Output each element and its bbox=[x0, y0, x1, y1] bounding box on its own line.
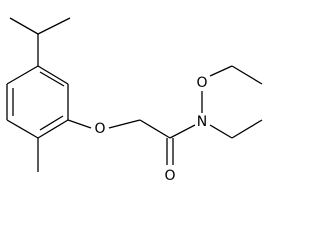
bond-isopropyl-ch-to-methyl-right bbox=[37, 17, 71, 35]
bond-ring-c4-c5 bbox=[6, 119, 39, 139]
bond-ring-to-ether-oxygen bbox=[67, 119, 92, 129]
bond-ring-c6-c1 bbox=[6, 65, 39, 85]
bond-isopropyl-ch-to-methyl-left bbox=[9, 17, 39, 35]
bond-oxygen-to-ethyl-ch2 bbox=[209, 65, 233, 77]
molecule-diagram: O O N O bbox=[6, 17, 263, 184]
bond-carbonyl-carbon-to-nitrogen bbox=[169, 124, 196, 139]
bond-ethoxy-ch2-to-ch3 bbox=[231, 65, 263, 85]
bond-nitrogen-to-ethyl bbox=[209, 124, 233, 139]
atom-label-carbonyl-oxygen: O bbox=[164, 168, 175, 184]
bond-ring-inner-double-2 bbox=[39, 115, 64, 131]
bond-ethyl-ch2-to-ch3 bbox=[231, 119, 263, 139]
bond-ch2-to-carbonyl-carbon bbox=[139, 119, 171, 139]
bond-ring-c1-c2 bbox=[37, 65, 69, 85]
atom-label-amide-nitrogen: N bbox=[197, 114, 207, 130]
bond-ring-inner-double-1 bbox=[39, 71, 65, 87]
bond-ring-c3-c4 bbox=[37, 119, 69, 139]
atom-label-ether-oxygen: O bbox=[94, 121, 105, 137]
atom-label-nitroxy-oxygen: O bbox=[196, 75, 207, 91]
bond-ether-oxygen-to-ch2 bbox=[108, 119, 141, 129]
